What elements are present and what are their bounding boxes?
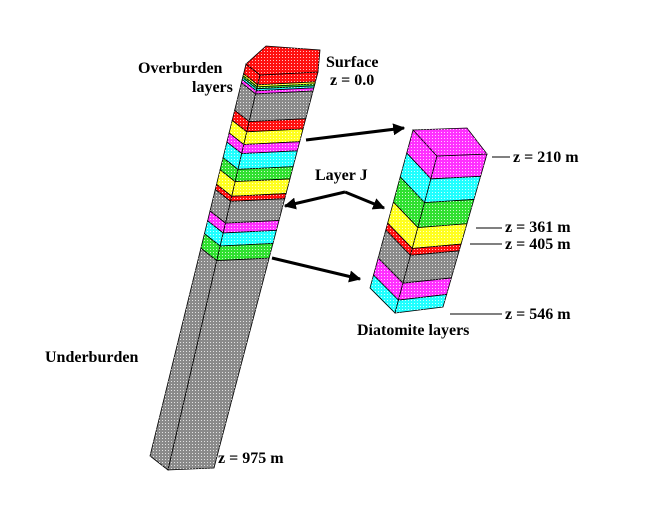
diatomite-label: Diatomite layers bbox=[357, 322, 469, 339]
layer-cyan-front-face-texture bbox=[256, 85, 315, 91]
layer-magenta-left-face-texture bbox=[406, 130, 437, 179]
layer-red-front-face-texture bbox=[230, 193, 287, 202]
layer-cyan-left-face-texture bbox=[242, 77, 257, 91]
overburden-label: Overburden bbox=[138, 60, 223, 77]
top-face-texture bbox=[246, 46, 320, 75]
layer-magenta-front-face-texture bbox=[398, 277, 452, 301]
layer-green-front-face-texture bbox=[417, 199, 474, 228]
layer-yellow-front-face-texture bbox=[257, 81, 316, 87]
layer-gray-left-face-texture bbox=[234, 82, 256, 122]
layer-green-left-face-texture bbox=[200, 233, 221, 261]
layer-red-left-face-texture bbox=[385, 223, 413, 256]
layer-magenta-left-face-texture bbox=[226, 132, 244, 154]
layer-j-label: Layer J bbox=[315, 167, 368, 184]
layer-red-left-face-texture bbox=[243, 64, 260, 85]
top-face-texture bbox=[413, 128, 487, 156]
layer-yellow-left-face-texture bbox=[216, 169, 236, 197]
layer-magenta-front-face-texture bbox=[430, 154, 487, 179]
layer-gray-left-face-texture bbox=[378, 230, 411, 284]
overburden-label-2: layers bbox=[192, 79, 233, 96]
depth-975-label: z = 975 m bbox=[218, 450, 284, 467]
layer-cyan-front-face-texture bbox=[238, 150, 298, 170]
layer-green-left-face-texture bbox=[393, 176, 425, 228]
depth-405-label: z = 405 m bbox=[505, 236, 571, 253]
underburden-label: Underburden bbox=[45, 349, 138, 366]
layer-gray-left-face-texture bbox=[150, 248, 217, 470]
layer-gray-front-face-texture bbox=[168, 258, 270, 470]
arrow-layer-j-to-column bbox=[283, 190, 346, 210]
layer-red-left-face-texture bbox=[215, 184, 232, 202]
layer-magenta-front-face-texture bbox=[223, 220, 279, 233]
layer-red-left-face-texture bbox=[232, 110, 250, 132]
layer-green-front-face-texture bbox=[256, 83, 315, 89]
surface-label: Surface bbox=[326, 54, 378, 71]
layer-cyan-left-face-texture bbox=[204, 220, 224, 247]
layer-gray-front-face-texture bbox=[402, 250, 460, 284]
layer-green-left-face-texture bbox=[242, 75, 258, 89]
layer-green-front-face-texture bbox=[235, 166, 294, 182]
depth-546-label: z = 546 m bbox=[505, 306, 571, 323]
layer-cyan-left-face-texture bbox=[370, 275, 399, 313]
layer-magenta-left-face-texture bbox=[207, 211, 226, 233]
layer-gray-front-face-texture bbox=[249, 91, 314, 122]
layer-yellow-left-face-texture bbox=[229, 120, 247, 145]
layer-green-front-face-texture bbox=[216, 243, 273, 261]
layer-magenta-left-face-texture bbox=[373, 257, 403, 301]
layer-red-front-face-texture bbox=[410, 244, 462, 256]
layer-green-left-face-texture bbox=[220, 157, 239, 182]
arrow-overburden-to-block bbox=[305, 123, 406, 142]
layer-cyan-front-face-texture bbox=[220, 230, 277, 247]
layer-magenta-left-face-texture bbox=[241, 79, 257, 94]
layer-red-front-face-texture bbox=[257, 72, 318, 85]
layer-red-front-face-texture bbox=[246, 118, 306, 132]
surface-depth-label: z = 0.0 bbox=[330, 72, 374, 89]
layer-yellow-front-face-texture bbox=[231, 178, 290, 197]
depth-210-label: z = 210 m bbox=[513, 149, 579, 166]
layer-yellow-front-face-texture bbox=[412, 223, 467, 249]
layer-cyan-left-face-texture bbox=[223, 142, 242, 170]
arrow-layer-j-to-block bbox=[344, 190, 386, 210]
layer-magenta-front-face-texture bbox=[255, 87, 314, 94]
layer-cyan-front-face-texture bbox=[395, 294, 447, 313]
layer-gray-front-face-texture bbox=[225, 198, 285, 224]
depth-markers bbox=[450, 156, 510, 315]
arrows bbox=[271, 123, 406, 283]
layer-yellow-left-face-texture bbox=[243, 73, 258, 87]
depth-361-label: z = 361 m bbox=[505, 219, 571, 236]
arrow-diatomite-to-block bbox=[271, 256, 362, 283]
diatomite-block-model bbox=[369, 127, 488, 314]
layer-cyan-left-face-texture bbox=[400, 153, 431, 203]
layer-yellow-front-face-texture bbox=[243, 129, 304, 145]
full-column-model bbox=[149, 45, 321, 471]
layer-cyan-front-face-texture bbox=[424, 176, 481, 203]
layer-yellow-left-face-texture bbox=[387, 202, 418, 249]
layer-magenta-front-face-texture bbox=[241, 141, 300, 154]
